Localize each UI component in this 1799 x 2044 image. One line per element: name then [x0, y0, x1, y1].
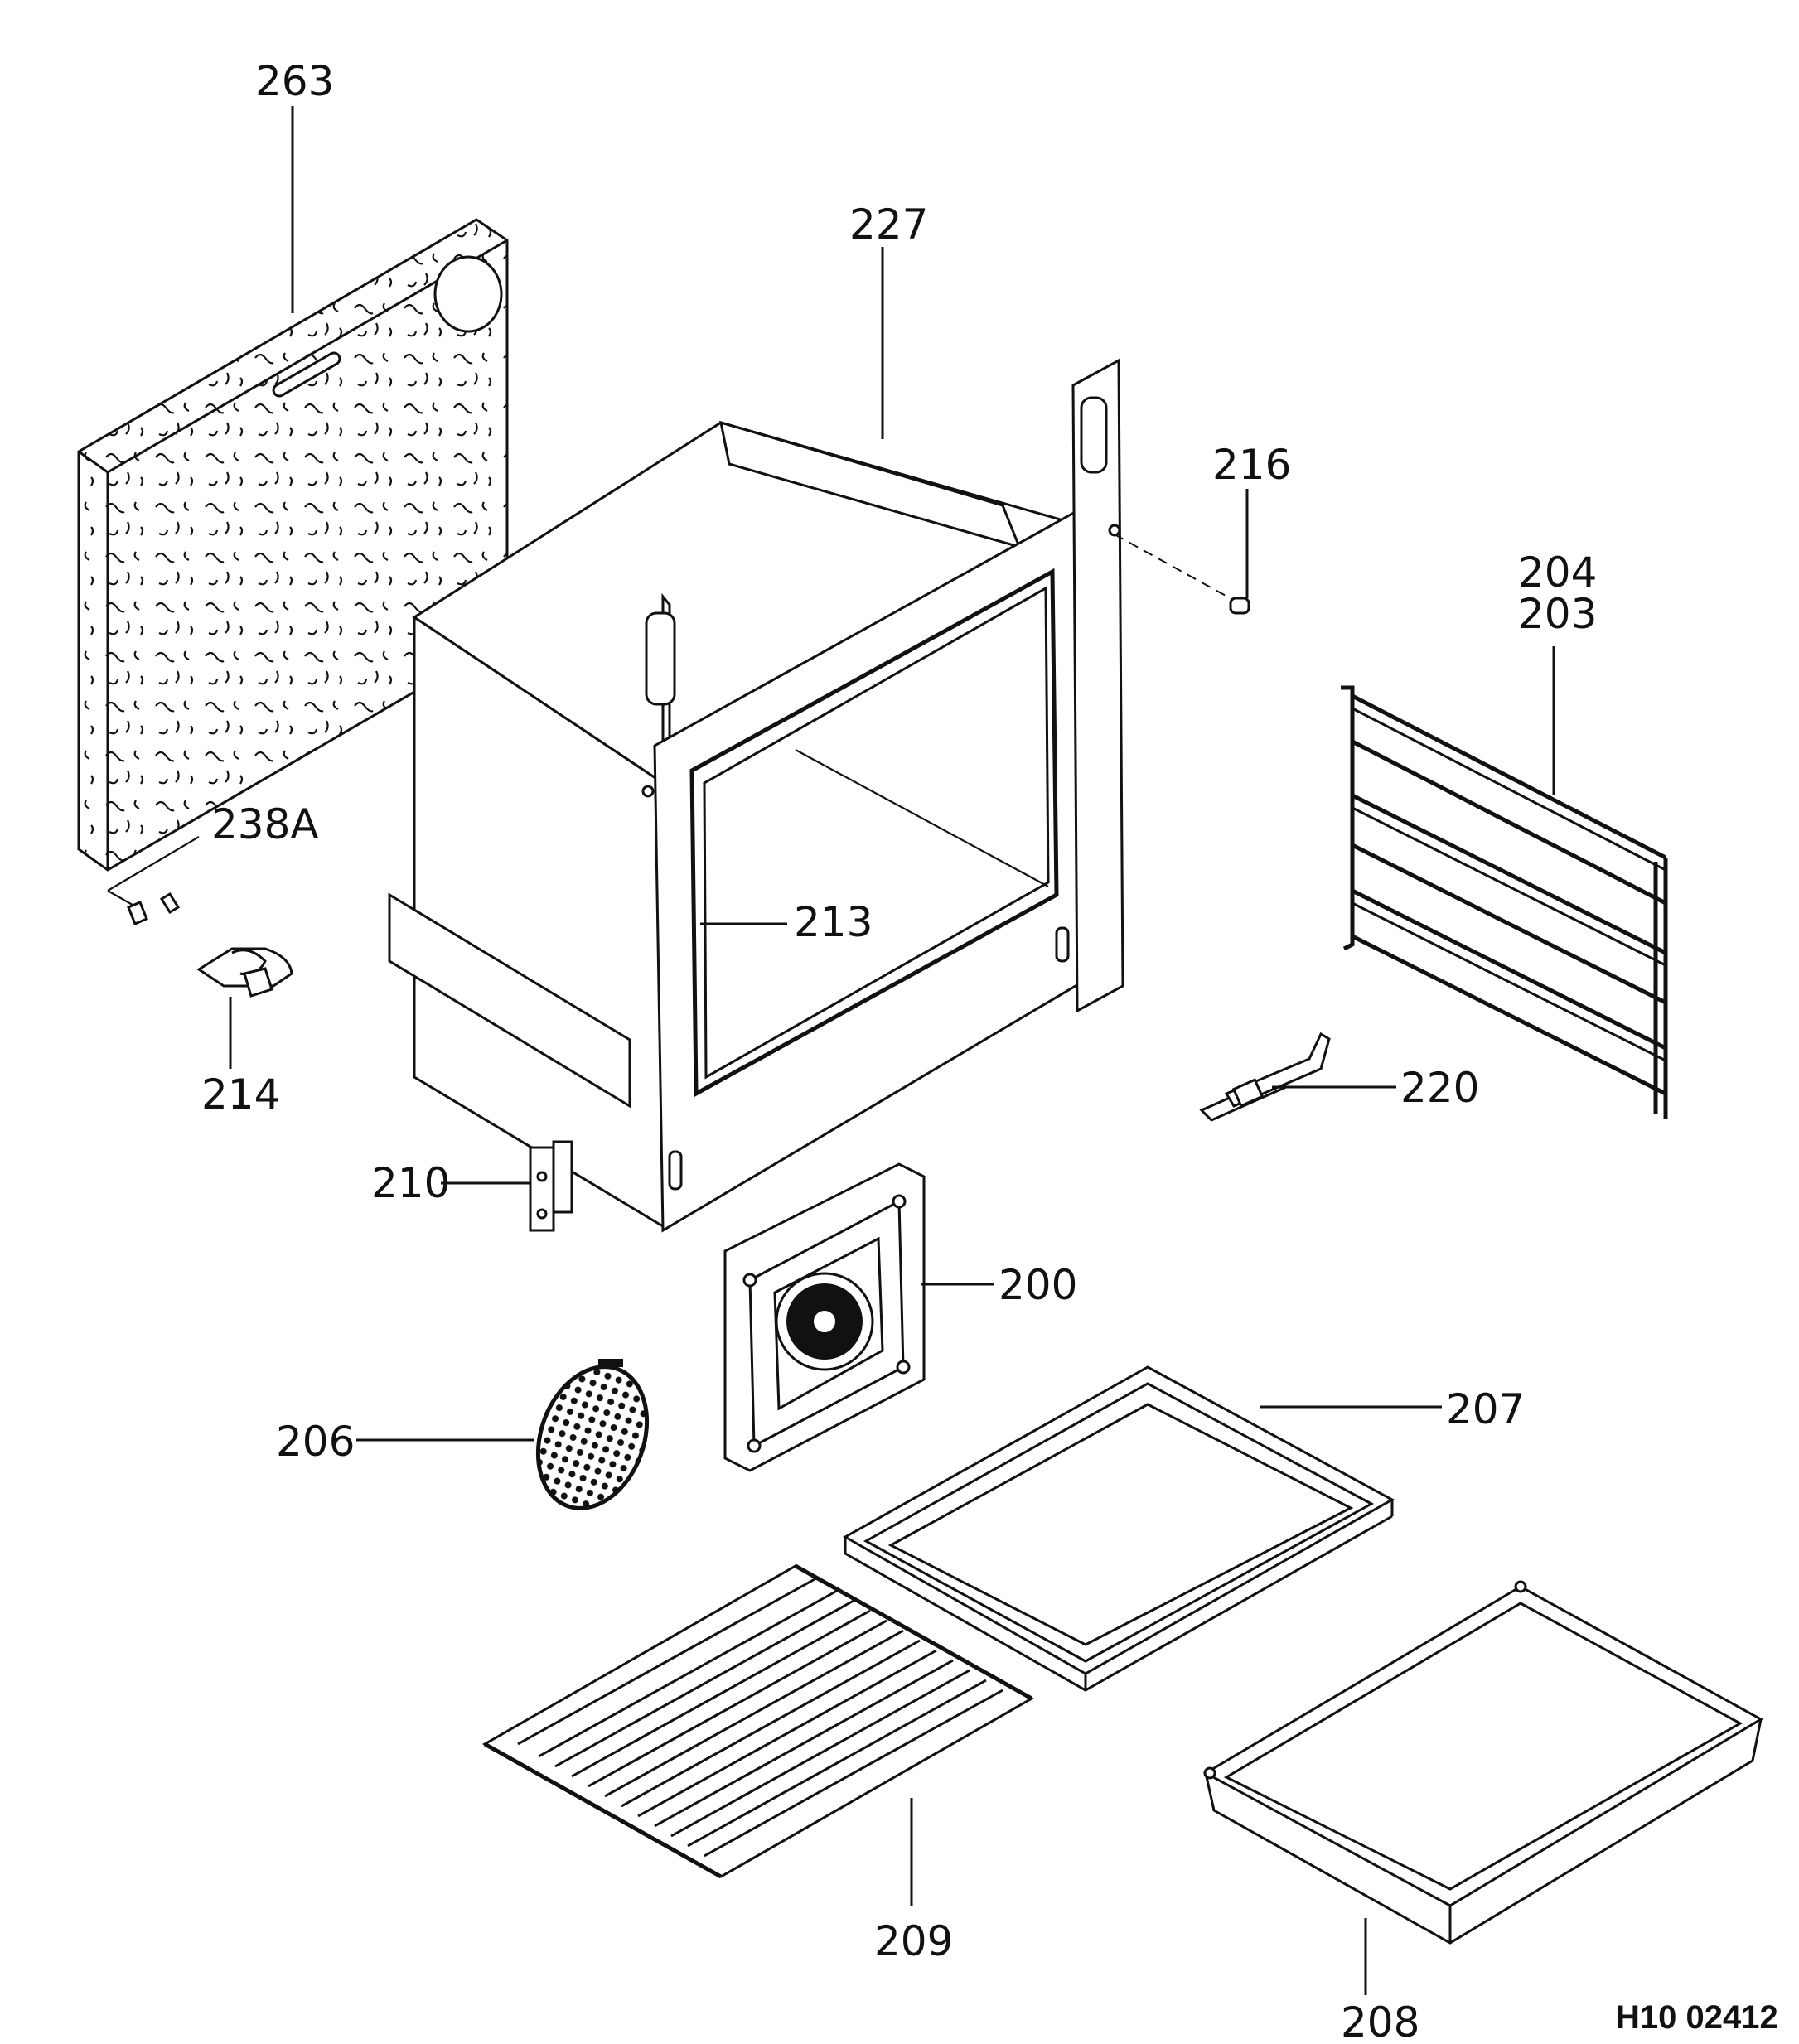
callout-214: 214 — [201, 1070, 280, 1119]
part-238a-screws — [107, 836, 200, 925]
callout-220: 220 — [1400, 1064, 1479, 1112]
part-220-door-catch — [1199, 1032, 1331, 1122]
part-207-baking-tray — [842, 1365, 1395, 1692]
part-208-deep-tray — [1202, 1580, 1764, 1945]
callout-238a: 238A — [211, 800, 319, 848]
part-200-fan-plate — [723, 1162, 926, 1472]
callout-200: 200 — [999, 1261, 1077, 1309]
callout-209: 209 — [874, 1917, 953, 1965]
part-227-oven-cavity — [388, 358, 1124, 1233]
callout-263: 263 — [255, 57, 334, 105]
callout-labels: 263 227 216 204 203 238A 213 214 220 210… — [201, 57, 1778, 2044]
callout-210: 210 — [371, 1159, 450, 1207]
leader-lines — [229, 106, 1555, 1995]
callout-227: 227 — [849, 201, 928, 249]
callout-207: 207 — [1446, 1385, 1525, 1433]
callout-213: 213 — [794, 898, 873, 946]
callout-203: 203 — [1518, 590, 1597, 638]
callout-216: 216 — [1212, 441, 1291, 489]
part-206-fan-filter — [535, 1359, 650, 1510]
part-209-wire-shelf — [481, 1563, 1035, 1879]
part-216-screw — [1114, 534, 1250, 615]
part-210-hinge — [529, 1140, 573, 1232]
part-204-203-shelf-runners — [1341, 685, 1668, 1119]
callout-206: 206 — [276, 1418, 355, 1466]
part-263-insulation-panel — [77, 218, 509, 872]
part-214-lamp-holder — [196, 947, 293, 998]
drawing-code: H10 02412 — [1616, 1999, 1778, 2036]
callout-208: 208 — [1341, 1998, 1419, 2044]
callout-204: 204 — [1518, 548, 1597, 597]
